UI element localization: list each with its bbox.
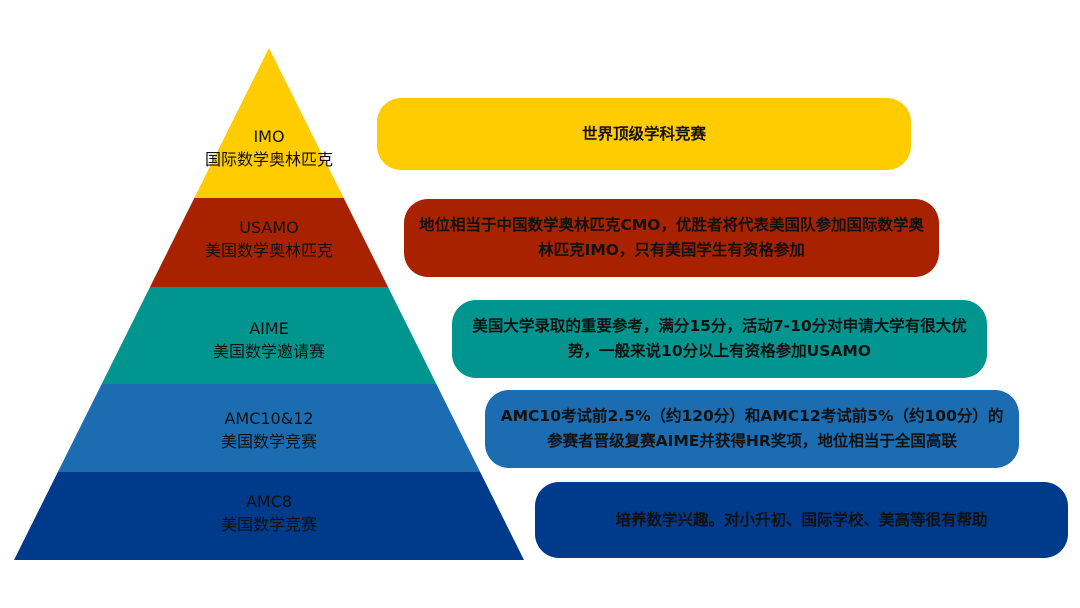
level-label: AMC8 美国数学竞赛	[14, 490, 524, 536]
level-subtitle: 国际数学奥林匹克	[204, 150, 333, 169]
description-text: 世界顶级学科竞赛	[581, 124, 706, 143]
level-label: AIME 美国数学邀请赛	[14, 317, 524, 363]
pyramid-level-amc1012	[14, 384, 524, 472]
level-subtitle: 美国数学竞赛	[220, 432, 317, 451]
description-text: 培养数学兴趣。对小升初、国际学校、美高等很有帮助	[615, 510, 988, 529]
level-label: AMC10&12 美国数学竞赛	[14, 407, 524, 453]
description-box-amc1012: AMC10考试前2.5%（约120分）和AMC12考试前5%（约100分）的参赛…	[485, 390, 1019, 468]
description-text: 美国大学录取的重要参考，满分15分，活动7-10分对申请大学有很大优势，一般来说…	[472, 317, 967, 360]
level-name: AMC8	[245, 492, 293, 511]
level-label: USAMO 美国数学奥林匹克	[14, 216, 524, 262]
level-subtitle: 美国数学奥林匹克	[204, 241, 333, 260]
description-text: AMC10考试前2.5%（约120分）和AMC12考试前5%（约100分）的参赛…	[500, 407, 1004, 450]
level-name: AIME	[249, 319, 289, 338]
description-box-aime: 美国大学录取的重要参考，满分15分，活动7-10分对申请大学有很大优势，一般来说…	[452, 300, 987, 378]
description-text: 地位相当于中国数学奥林匹克CMO，优胜者将代表美国队参加国际数学奥林匹克IMO，…	[419, 216, 924, 259]
level-name: IMO	[253, 127, 285, 146]
level-subtitle: 美国数学竞赛	[220, 515, 317, 534]
level-name: USAMO	[239, 218, 299, 237]
description-box-amc8: 培养数学兴趣。对小升初、国际学校、美高等很有帮助	[535, 482, 1068, 558]
description-box-imo: 世界顶级学科竞赛	[377, 98, 911, 170]
pyramid-level-amc8	[14, 472, 524, 560]
level-subtitle: 美国数学邀请赛	[212, 342, 325, 361]
level-label: IMO 国际数学奥林匹克	[14, 125, 524, 171]
level-name: AMC10&12	[224, 409, 314, 428]
description-box-usamo: 地位相当于中国数学奥林匹克CMO，优胜者将代表美国队参加国际数学奥林匹克IMO，…	[404, 199, 939, 277]
